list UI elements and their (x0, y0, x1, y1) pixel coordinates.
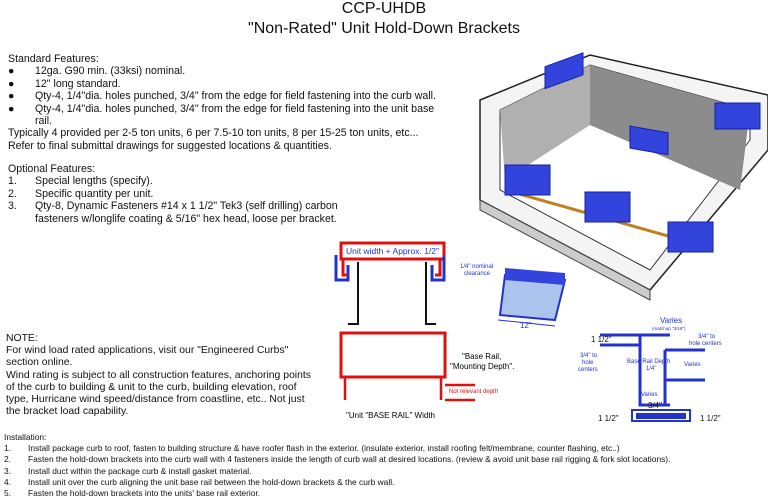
base-rail-label: "Mounting Depth". (450, 362, 514, 371)
bracket-section (334, 255, 446, 282)
optional-features-heading: Optional Features: (8, 163, 96, 175)
detail-drawing: Varies (matchup "3/16") 1 1/2" 3/4" to h… (578, 316, 722, 423)
dimension-label: 3/4" (648, 401, 662, 410)
list-item: 2.Fasten the hold-down brackets into the… (4, 454, 671, 465)
optional-features: Optional Features: 1.Special lengths (sp… (8, 163, 338, 225)
base-rail-width-label: "Unit "BASE RAIL" Width (346, 411, 435, 420)
curb-isometric-drawing (479, 52, 768, 301)
list-item: 1.Special lengths (specify). (8, 175, 153, 188)
hole-label: 3/4" to (580, 353, 598, 359)
hole-label: hole (582, 360, 594, 366)
installation-section: Installation: 1.Install package curb to … (4, 432, 768, 499)
curb-inner-wall-left (500, 65, 590, 180)
bracket (667, 221, 714, 253)
hole-label: 3/4" to (698, 334, 716, 340)
base-rail-depth-label: Base Rail Depth (627, 359, 670, 365)
holes (636, 413, 686, 419)
item-text: Qty-4, 1/4"dia. holes punched, 3/4" from… (35, 90, 436, 103)
bracket-flange (505, 268, 565, 285)
bracket (544, 52, 584, 90)
item-text: Install duct within the package curb & i… (28, 465, 252, 476)
dimension-label: 1 1/2" (598, 414, 619, 423)
varies-label: Varies (684, 362, 701, 368)
base-rail-label: "Base Rail, (462, 352, 501, 361)
detail-lines (600, 333, 705, 407)
bracket (504, 164, 551, 196)
unit-width-label: Unit width + Approx. 1/2" (346, 246, 439, 256)
note-line: Wind rating is subject to all constructi… (6, 369, 311, 418)
item-text: 12" long standard. (35, 77, 121, 90)
item-text: Install unit over the curb aligning the … (28, 476, 395, 487)
hole-label: hole centers (689, 341, 722, 347)
item-text: Fasten the hold-down brackets into the u… (28, 488, 261, 499)
varies-label: Varies (660, 316, 682, 325)
varies-note: (matchup "3/16") (652, 326, 686, 331)
curb-inner-wall (590, 65, 750, 190)
item-text: Qty-8, Dynamic Fasteners #14 x 1 1/2" Te… (35, 200, 338, 225)
list-item: 3.Qty-8, Dynamic Fasteners #14 x 1 1/2" … (8, 200, 338, 225)
base-rail (341, 260, 442, 277)
curb-wall (348, 262, 436, 325)
dimension-line (497, 319, 556, 327)
standard-features: Standard Features: ●12ga. G90 min. (33ks… (8, 53, 438, 152)
list-item: 3.Install duct within the package curb &… (4, 465, 252, 476)
document-subtitle: "Non-Rated" Unit Hold-Down Brackets (248, 20, 520, 37)
dimension-label: 1 1/2" (700, 414, 721, 423)
item-text: Install package curb to roof, fasten to … (28, 443, 620, 454)
list-item: 5.Fasten the hold-down brackets into the… (4, 488, 261, 499)
item-text: Fasten the hold-down brackets into the c… (28, 454, 671, 465)
list-item: ●12" long standard. (8, 77, 121, 90)
bracket (629, 125, 669, 156)
hole-pattern (631, 409, 691, 422)
item-text: 12ga. G90 min. (33ksi) nominal. (35, 65, 186, 78)
base-rail-section (339, 331, 447, 379)
list-item: 1.Install package curb to roof, fasten t… (4, 443, 620, 454)
submittal-note: Refer to final submittal drawings for su… (8, 139, 332, 152)
bracket-length-label: 12" (520, 321, 532, 330)
list-item: ●Qty-4, 1/4"dia. holes punched, 3/4" fro… (8, 90, 436, 103)
list-item: ●12ga. G90 min. (33ksi) nominal. (8, 65, 186, 78)
dimension-label: 1 1/2" (591, 335, 612, 344)
unit-top (339, 241, 446, 261)
item-text: Specific quantity per unit. (35, 187, 154, 200)
bracket (584, 191, 631, 223)
quantity-note: Typically 4 provided per 2-5 ton units, … (8, 127, 419, 140)
base-rail-legs (343, 377, 475, 402)
item-text: Qty-4, 1/4"dia. holes punched, 3/4" from… (35, 102, 435, 128)
item-text: Special lengths (specify). (35, 175, 153, 188)
curb-base (479, 199, 651, 301)
section-drawing: Unit width + Approx. 1/2" 1/4" nominal c… (334, 241, 514, 420)
hole-label: centers (578, 367, 598, 373)
clearance-label: 1/4" nominal (460, 264, 493, 270)
varies-label: Varies (641, 392, 658, 398)
bracket-drawing: 12" (497, 268, 567, 330)
brackets (504, 52, 761, 253)
list-item: 2.Specific quantity per unit. (8, 187, 154, 200)
note-line: For wind load rated applications, visit … (6, 345, 289, 369)
standard-features-heading: Standard Features: (8, 53, 99, 65)
list-item: ●Qty-4, 1/4"dia. holes punched, 3/4" fro… (8, 102, 435, 128)
not-relevant-label: Not relevant depth (449, 389, 498, 395)
clearance-label: clearance (464, 271, 491, 277)
note-heading: NOTE: (6, 333, 38, 344)
list-item: 4.Install unit over the curb aligning th… (4, 476, 395, 487)
installation-heading: Installation: (4, 432, 47, 442)
note-section: NOTE: For wind load rated applications, … (6, 333, 316, 418)
base-rail-depth-label: 1/4" (646, 366, 656, 372)
document-title: CCP-UHDB (341, 0, 427, 17)
bracket (714, 102, 761, 130)
